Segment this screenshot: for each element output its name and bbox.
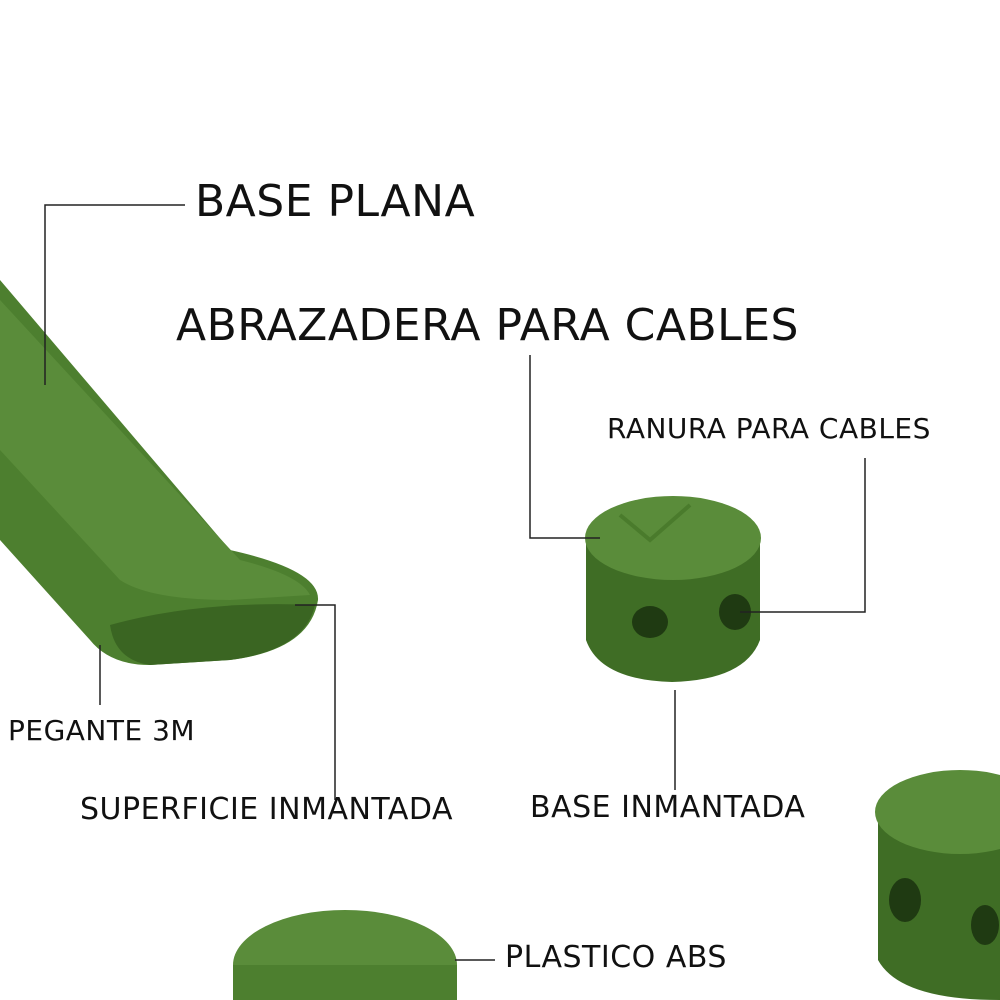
- leader-lines: [44, 204, 866, 961]
- label-superficie: SUPERFICIE INMANTADA: [80, 792, 454, 827]
- label-ranura: RANURA PARA CABLES: [607, 412, 931, 445]
- label-pegante: PEGANTE 3M: [8, 714, 196, 747]
- cable-clip-right: [875, 770, 1000, 1000]
- label-plastico: PLASTICO ABS: [505, 940, 727, 975]
- cable-clip-bottom: [233, 910, 457, 1000]
- flat-base-strip: [0, 280, 319, 665]
- label-abrazadera: ABRAZADERA PARA CABLES: [176, 300, 799, 351]
- label-base-plana: BASE PLANA: [195, 176, 476, 227]
- cable-clip-center: [585, 496, 761, 682]
- label-base-inmantada: BASE INMANTADA: [530, 790, 806, 825]
